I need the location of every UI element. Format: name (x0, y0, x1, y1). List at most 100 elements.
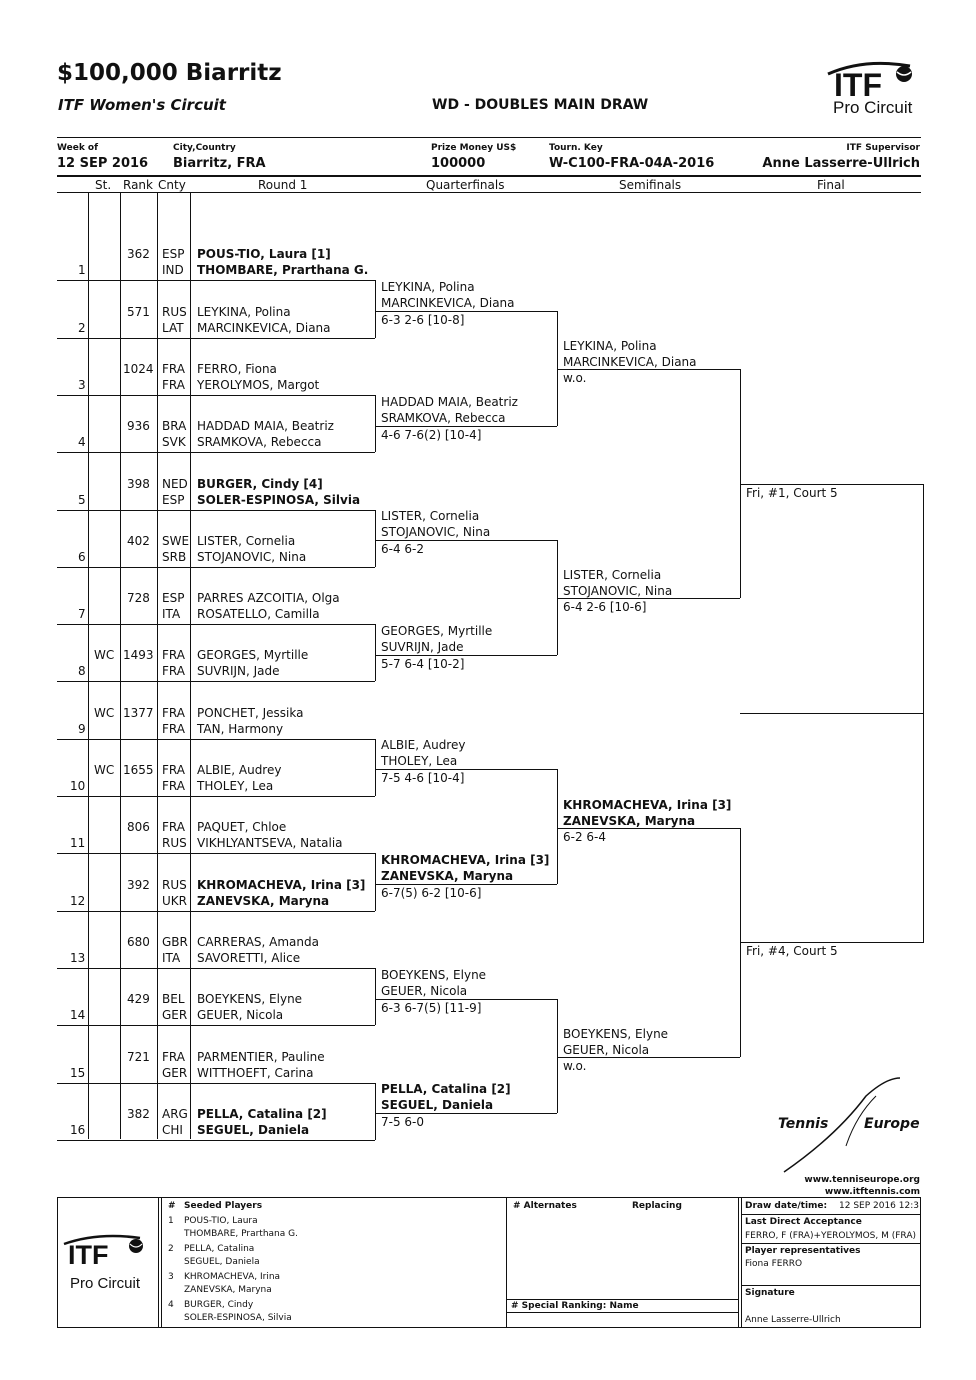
country: FRA (162, 377, 185, 392)
rank: 382 (127, 1106, 150, 1121)
player-name: SUVRIJN, Jade (197, 664, 280, 679)
bracket-line (375, 310, 557, 312)
city-value: Biarritz, FRA (173, 156, 266, 171)
bracket-line (375, 998, 557, 1000)
footer-rule (506, 1312, 738, 1313)
rank: 721 (127, 1049, 150, 1064)
columns-rule (57, 192, 921, 193)
qf-player: LISTER, Cornelia (381, 509, 480, 524)
qf-player: LEYKINA, Polina (381, 279, 475, 294)
player-name: POUS-TIO, Laura [1] (197, 247, 331, 262)
player-name: BOEYKENS, Elyne (197, 992, 303, 1007)
qf-score: 6-3 2-6 [10-8] (381, 312, 465, 327)
draw-position: 12 (70, 893, 86, 908)
qf-player: SRAMKOVA, Rebecca (381, 410, 506, 425)
country: GER (162, 1065, 188, 1080)
rank: 571 (127, 304, 150, 319)
sf-player: STOJANOVIC, Nina (563, 584, 673, 599)
player-name: GEUER, Nicola (197, 1008, 284, 1023)
draw-position: 11 (70, 836, 86, 851)
country: GER (162, 1008, 188, 1023)
prize-value: 100000 (431, 156, 486, 171)
sponsor-url-2[interactable]: www.itftennis.com (824, 1187, 920, 1197)
country: FRA (162, 361, 185, 376)
bracket-line (57, 280, 375, 282)
qf-player: THOLEY, Lea (381, 754, 458, 769)
special-ranking-label: # Special Ranking: Name (511, 1301, 639, 1311)
rank: 1024 (123, 361, 154, 376)
qf-player: GEORGES, Myrtille (381, 623, 493, 638)
player-name: VIKHLYANTSEVA, Natalia (197, 836, 343, 851)
svg-text:ITF: ITF (68, 1240, 109, 1270)
player-name: TAN, Harmony (197, 721, 284, 736)
draw-position: 9 (78, 721, 86, 736)
alternates-label: # Alternates (513, 1201, 577, 1211)
bracket-line (57, 738, 375, 740)
bracket-line (740, 827, 741, 1057)
sponsor-europe: Europe (864, 1116, 920, 1132)
qf-player: HADDAD MAIA, Beatriz (381, 394, 518, 409)
reps-value: Fiona FERRO (745, 1259, 803, 1269)
rank: 936 (127, 419, 150, 434)
sf-player: ZANEVSKA, Maryna (563, 813, 696, 828)
footer-divider (158, 1197, 159, 1328)
qf-score: 4-6 7-6(2) [10-4] (381, 427, 482, 442)
country: SWE (162, 533, 190, 548)
country: CHI (162, 1122, 183, 1137)
player-name: MARCINKEVICA, Diana (197, 320, 331, 335)
country: BRA (162, 419, 187, 434)
rank: 362 (127, 247, 150, 262)
draw-position: 8 (78, 664, 86, 679)
qf-player: BOEYKENS, Elyne (381, 967, 487, 982)
bracket-line (923, 483, 924, 943)
country: FRA (162, 705, 185, 720)
footer-divider (161, 1197, 162, 1328)
tournament-title: $100,000 Biarritz (57, 60, 282, 86)
draw-position: 1 (78, 263, 86, 278)
seed-player: KHROMACHEVA, Irina (184, 1272, 281, 1282)
player-name: ALBIE, Audrey (197, 763, 282, 777)
player-name: SOLER-ESPINOSA, Silvia (197, 492, 361, 507)
grid-line (88, 192, 89, 1139)
seed-player: THOMBARE, Prarthana G. (184, 1229, 298, 1239)
qf-score: 6-4 6-2 (381, 542, 425, 557)
bracket-line (57, 624, 375, 626)
bracket-line (557, 827, 740, 829)
bracket-line (375, 853, 376, 911)
bracket-line (57, 394, 375, 396)
qf-player: GEUER, Nicola (381, 983, 468, 998)
col-round1: Round 1 (258, 178, 308, 192)
player-name: HADDAD MAIA, Beatriz (197, 419, 334, 434)
status: WC (94, 763, 115, 777)
country: UKR (162, 893, 187, 908)
player-name: PONCHET, Jessika (197, 705, 304, 720)
bracket-line (375, 883, 557, 885)
player-name: STOJANOVIC, Nina (197, 549, 307, 564)
player-name: THOMBARE, Prarthana G. (197, 263, 369, 278)
sponsor-url-1[interactable]: www.tenniseurope.org (804, 1175, 920, 1185)
bracket-line (375, 769, 557, 771)
draw-position: 5 (78, 492, 86, 507)
draw-position: 4 (78, 435, 86, 450)
rank: 728 (127, 591, 150, 606)
draw-position: 7 (78, 607, 86, 622)
supervisor-label: ITF Supervisor (846, 143, 920, 153)
info-rule (57, 175, 921, 177)
replacing-label: Replacing (632, 1201, 682, 1211)
country: ESP (162, 247, 185, 262)
qf-player: MARCINKEVICA, Diana (381, 295, 515, 310)
footer-divider (738, 1197, 739, 1328)
rank: 1655 (123, 763, 154, 777)
player-name: KHROMACHEVA, Irina [3] (197, 877, 366, 892)
bracket-line (57, 796, 375, 797)
lda-value: FERRO, F (FRA)+YEROLYMOS, M (FRA) (745, 1231, 916, 1241)
sf-player: BOEYKENS, Elyne (563, 1026, 669, 1041)
seed-number: 4 (168, 1300, 174, 1310)
country: FRA (162, 648, 185, 663)
country: ESP (162, 492, 185, 507)
draw-position: 14 (70, 1008, 86, 1023)
col-cnty: Cnty (158, 178, 186, 192)
sponsor-tennis: Tennis (778, 1116, 829, 1132)
player-name: GEORGES, Myrtille (197, 648, 309, 663)
player-name: LISTER, Cornelia (197, 533, 296, 548)
